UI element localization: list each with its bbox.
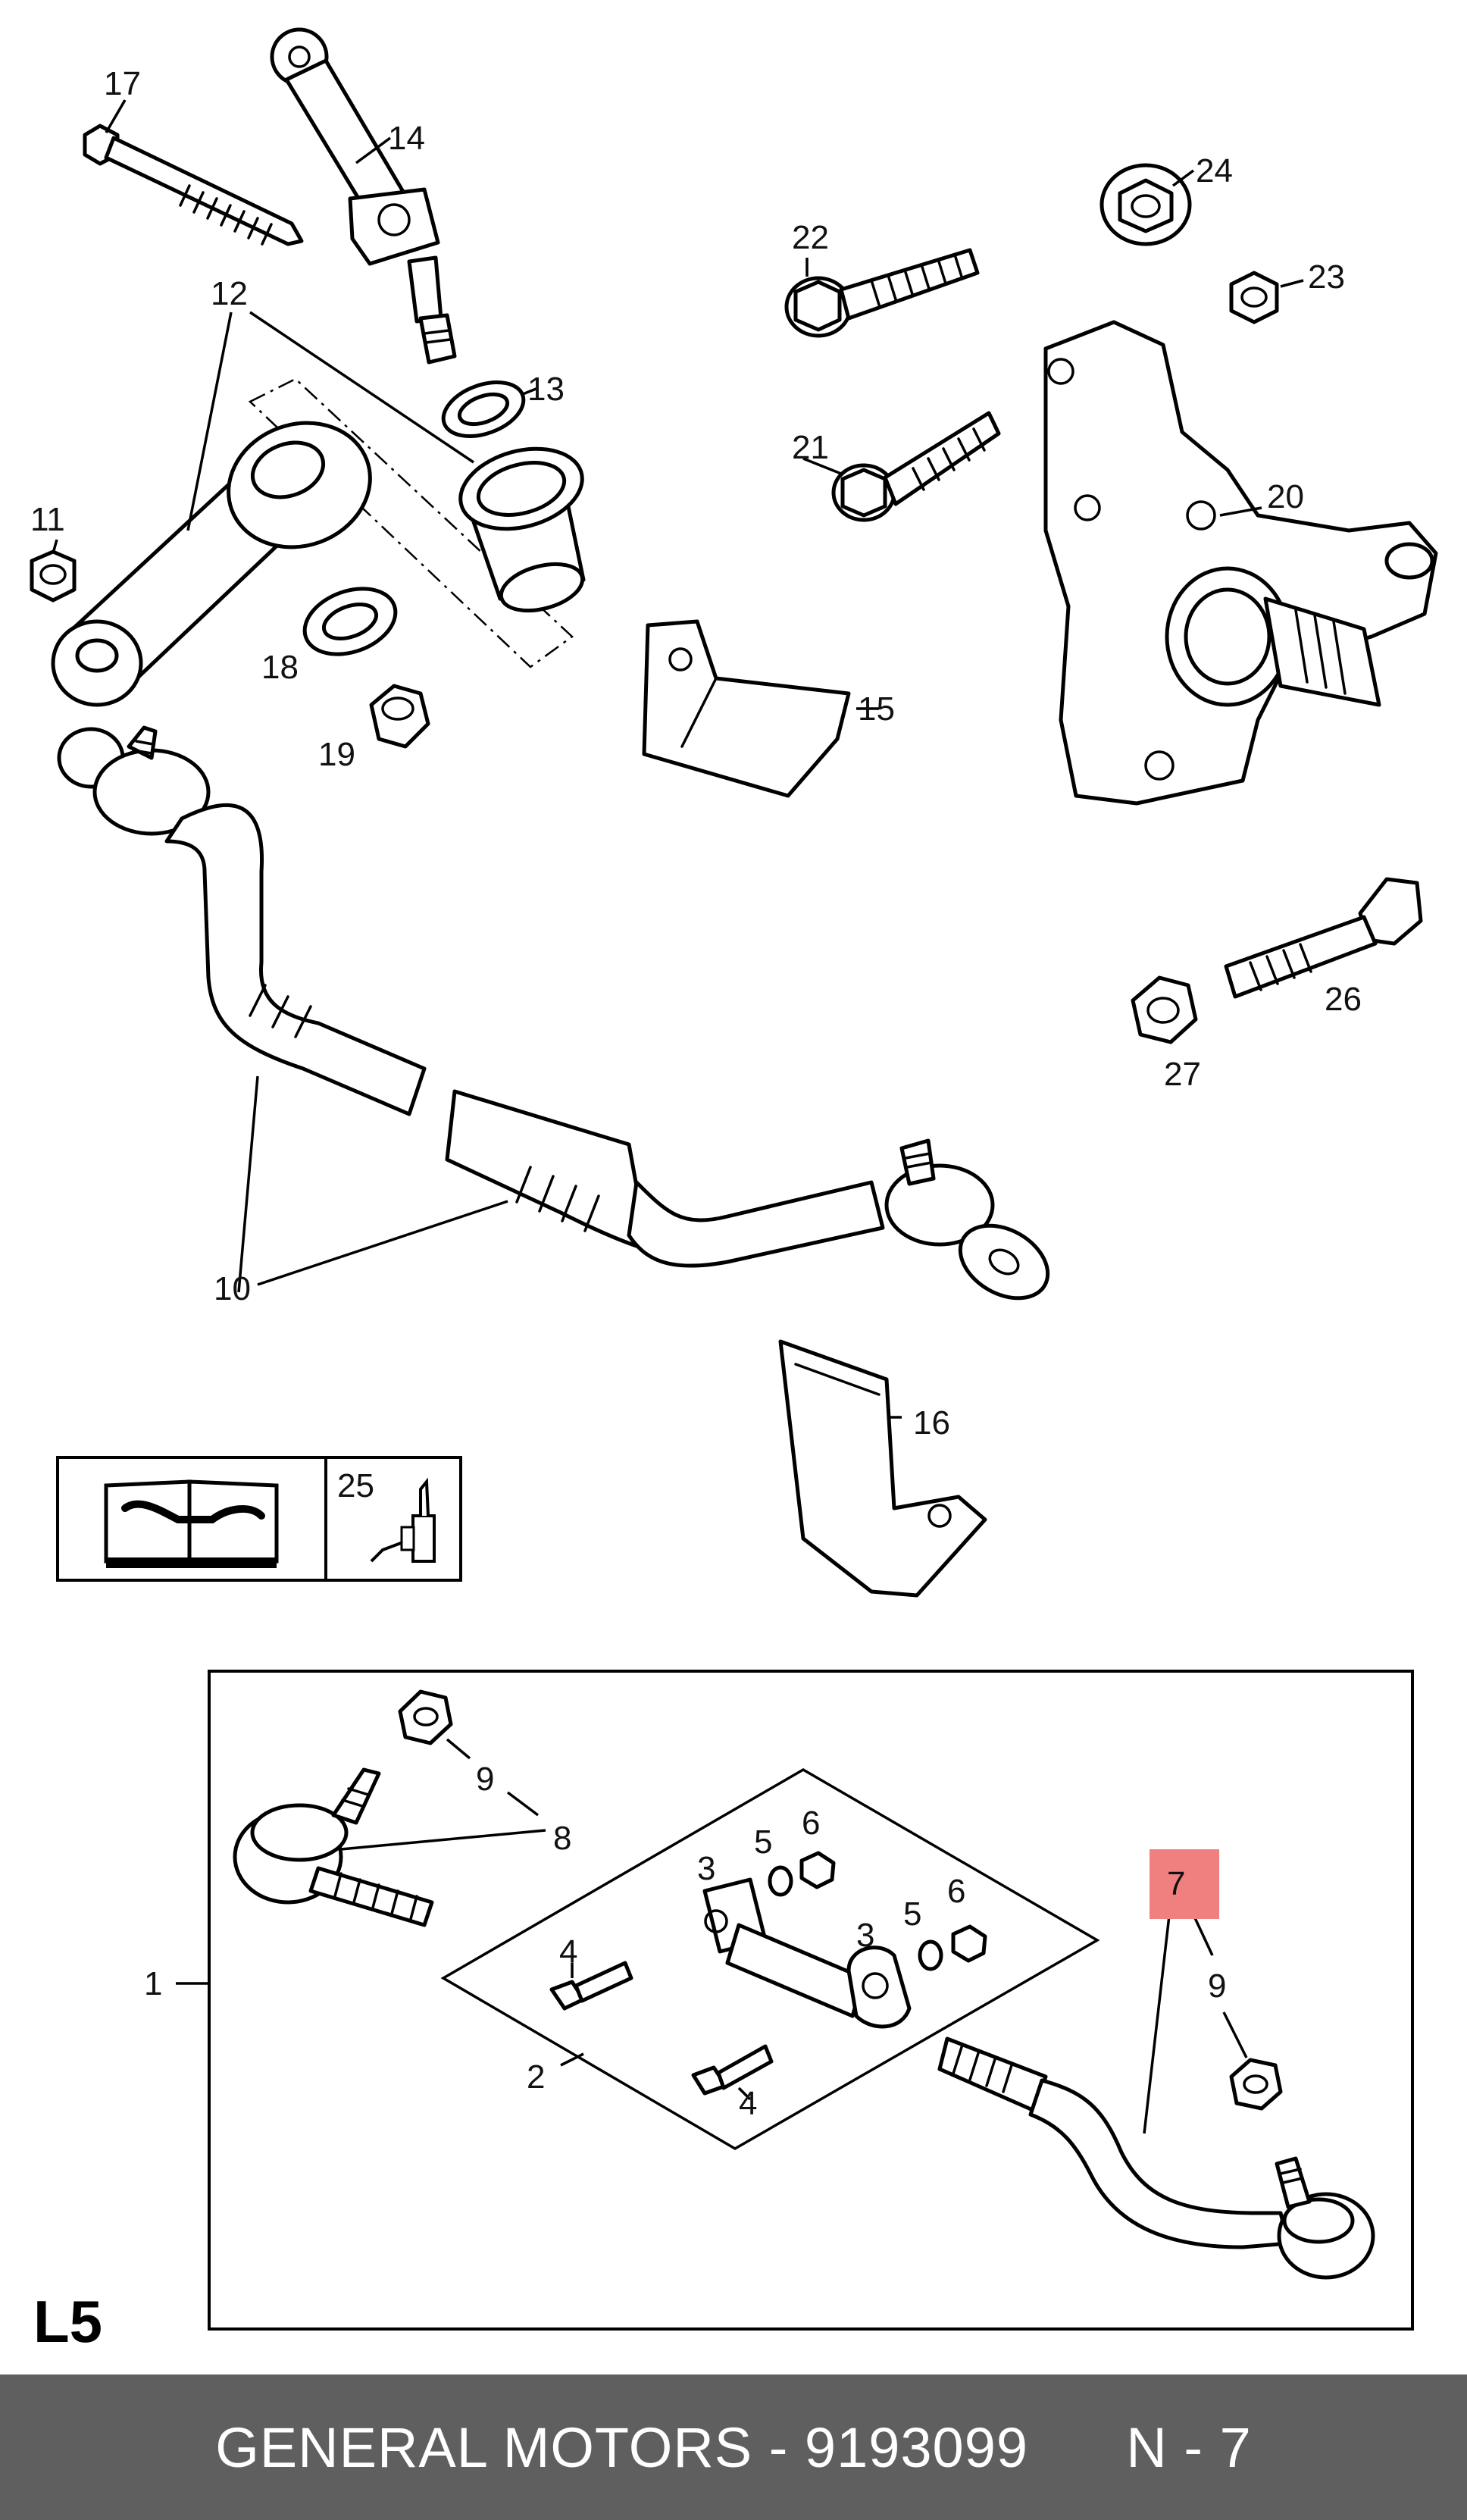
label-16: 16 [913, 1404, 950, 1442]
part-labels: 17 14 12 13 11 18 19 10 22 21 24 23 20 1… [30, 65, 1362, 2122]
part-2-adjuster-kit [440, 1767, 1100, 2151]
label-15: 15 [858, 690, 895, 728]
part-11-nut [30, 549, 77, 603]
label-3-upper: 3 [697, 1850, 715, 1887]
part-21-bolt [831, 411, 1001, 522]
label-6-lower: 6 [947, 1873, 965, 1910]
footer-gap [1028, 2415, 1126, 2480]
part-26-bolt [1224, 877, 1423, 999]
part-9-nut-lower [1229, 2058, 1283, 2111]
footer-brand: GENERAL MOTORS [215, 2415, 753, 2479]
part-13-washer [441, 380, 526, 438]
part-9-nut-upper [398, 1689, 453, 1745]
label-9-lower: 9 [1208, 1967, 1226, 2005]
part-10-center-link [57, 725, 1050, 1301]
part-22-bolt [784, 248, 980, 338]
part-17-bolt [83, 124, 304, 246]
label-18: 18 [261, 649, 299, 686]
label-24: 24 [1196, 152, 1233, 189]
label-14: 14 [388, 120, 425, 157]
label-19: 19 [318, 736, 355, 773]
footer-position: N - 7 [1126, 2415, 1252, 2479]
label-5-lower: 5 [903, 1895, 921, 1933]
part-15-bracket [642, 619, 851, 798]
sealant-tube-icon [370, 1477, 436, 1563]
label-27: 27 [1164, 1056, 1201, 1093]
label-26: 26 [1325, 981, 1362, 1018]
leader-lines-upper [52, 99, 1304, 1419]
label-8: 8 [553, 1820, 571, 1857]
repair-manual-icon [104, 1479, 279, 1568]
label-13: 13 [527, 371, 565, 408]
label-3-lower: 3 [856, 1917, 874, 1954]
footer-bar: GENERAL MOTORS - 9193099 N - 7 [0, 2374, 1467, 2520]
part-23-nut [1229, 271, 1279, 324]
label-6-upper: 6 [802, 1805, 820, 1842]
kit-frame [176, 1670, 1414, 2331]
label-20: 20 [1267, 478, 1304, 515]
part-24-nut [1099, 163, 1192, 246]
reference-box [56, 1456, 462, 1582]
label-7: 7 [1167, 1865, 1185, 1902]
label-4-upper: 4 [559, 1933, 577, 1971]
highlight-part-7 [1150, 1849, 1219, 1919]
label-22: 22 [792, 219, 829, 256]
part-8-ball-joint [233, 1767, 434, 1927]
leader-lines-kit [340, 1738, 1248, 2134]
label-12: 12 [211, 275, 248, 312]
part-19-nut [369, 684, 430, 749]
label-21: 21 [792, 429, 829, 466]
part-20-steering-knuckle [1043, 320, 1438, 806]
footer-separator: - [752, 2415, 805, 2479]
part-12-bushing-group [51, 377, 586, 707]
diagram-page-code: L5 [33, 2288, 103, 2355]
part-14-arm [270, 27, 457, 365]
label-25: 25 [337, 1467, 374, 1504]
label-9-upper: 9 [476, 1761, 494, 1798]
label-23: 23 [1308, 258, 1345, 296]
footer-part-number: 9193099 [804, 2415, 1029, 2479]
label-4-lower: 4 [739, 2085, 757, 2122]
label-2: 2 [527, 2058, 545, 2096]
part-18-washer [302, 587, 398, 656]
label-5-upper: 5 [754, 1823, 772, 1861]
label-11: 11 [30, 501, 65, 538]
label-10: 10 [214, 1270, 251, 1307]
label-1: 1 [144, 1965, 162, 2002]
label-17: 17 [104, 65, 141, 102]
part-7-tie-rod-end [937, 2036, 1375, 2280]
part-16-bracket [778, 1339, 987, 1598]
part-27-nut [1131, 975, 1198, 1044]
